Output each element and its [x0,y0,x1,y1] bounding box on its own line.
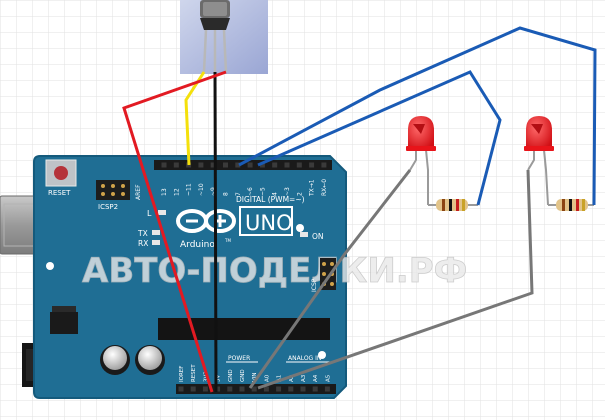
wire-gray-2 [257,169,534,390]
microcontroller-chip [158,318,330,340]
capacitor-1 [100,345,130,375]
power-analog-pin-label: A0 [264,374,270,382]
voltage-regulator [50,306,78,334]
digital-pin [247,162,253,168]
power-analog-pin [312,386,318,392]
digital-pin-label: ~6 [247,187,254,196]
power-analog-pin-label: A3 [301,374,307,382]
analog-label: ANALOG IN [288,355,321,362]
wires [122,26,597,393]
sensor-module [180,0,268,74]
digital-pin [272,162,278,168]
digital-pin-label: 12 [173,188,180,196]
rx-label: RX [138,239,148,248]
digital-pin-label: ~3 [284,187,291,196]
l-led [158,210,166,215]
power-analog-pin-label: A4 [313,374,319,382]
digital-pin-label: ~10 [198,183,205,196]
arduino-logo [176,209,236,233]
digital-header-pins [161,162,327,168]
led-2 [524,116,554,151]
power-analog-pin [300,386,306,392]
rx-led [152,240,160,245]
digital-pin [161,162,167,168]
digital-pin-label: 7 [235,192,242,196]
digital-pin [173,162,179,168]
digital-pin [309,162,315,168]
led-1 [406,116,436,151]
digital-pin-label: ~11 [186,183,193,196]
digital-pin-label: TX→1 [309,179,316,197]
digital-pin [321,162,327,168]
aref-label: AREF [135,184,142,200]
power-analog-pin-label: IOREF [179,366,185,382]
power-analog-pin-label: A5 [325,374,331,382]
on-led [300,232,308,237]
digital-label: DIGITAL (PWM=~) [236,195,305,204]
digital-pin-label: RX←0 [321,179,328,196]
resistor-2 [548,199,594,211]
digital-pin [210,162,216,168]
uno-badge [239,206,293,236]
capacitor-2 [135,345,165,375]
power-analog-pin [276,386,282,392]
digital-pin [223,162,228,168]
wire-red [122,70,227,393]
digital-header [154,160,332,170]
power-analog-pin [324,386,330,392]
digital-pin-label: 8 [223,192,230,196]
reset-button [45,159,77,187]
digital-pin [235,162,241,168]
tx-led [152,230,160,235]
power-analog-pin [202,386,208,392]
power-analog-pin [215,386,221,392]
l-label: L [147,209,152,218]
digital-pin [198,162,204,168]
digital-pin [259,162,265,168]
power-analog-pin [263,386,269,392]
resistor-1 [428,199,478,211]
digital-pin [284,162,290,168]
brand-label: Arduino [180,240,215,250]
power-analog-pin-label: VIN [252,373,258,383]
digital-pin [296,162,302,168]
power-analog-pin-label: GND [240,369,246,382]
tx-label: TX [137,229,148,238]
power-analog-pin [288,386,294,392]
power-analog-pin-label: GND [228,369,234,382]
power-label: POWER [228,355,250,362]
digital-pin-label: ~9 [210,187,217,196]
model-label: UNO [245,211,293,235]
wire-blue-2 [257,70,502,206]
digital-pin-label: 2 [296,192,303,196]
power-analog-pin [178,386,184,392]
digital-pin-label: 13 [161,188,168,196]
tm-label: TM [224,238,231,243]
power-analog-pin [251,386,257,392]
power-analog-pin [190,386,196,392]
power-analog-pin [239,386,245,392]
wire-black [213,71,218,393]
power-analog-pins [178,386,330,392]
wire-gray-1 [248,169,412,389]
icsp-label: ICSP [311,278,318,292]
icsp2-header [96,180,130,200]
power-analog-pin-label: A2 [289,375,295,382]
on-label: ON [312,232,324,241]
watermark: АВТО-ПОДЕЛКИ.РФ [82,251,467,291]
reset-label: RESET [48,189,71,197]
icsp2-label: ICSP2 [98,203,118,211]
power-analog-pin [227,386,233,392]
digital-pin-label: 4 [272,192,279,196]
power-analog-pin-label: RESET [191,364,197,382]
power-analog-pin-label: 5V [216,375,222,382]
digital-pin-labels: 13 12 ~11 ~10 ~9 8 7 ~6 ~5 4 ~3 2 TX→1 RX←0 [161,179,328,197]
power-analog-pin-label: A1 [277,375,283,382]
wire-blue-1 [238,26,597,206]
digital-pin-label: ~5 [259,187,266,196]
